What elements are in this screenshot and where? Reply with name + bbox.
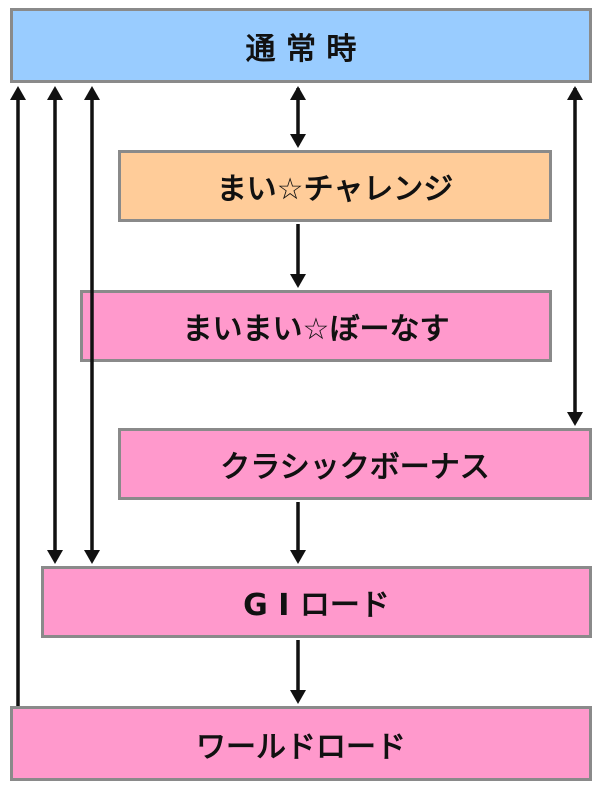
arrowhead-down-world	[290, 690, 306, 704]
node-gi-road-label: G I ロード	[243, 588, 390, 623]
node-world-road: ワールドロード	[10, 706, 592, 781]
arrowhead-down-gi	[290, 550, 306, 564]
arrowhead-down-classic	[567, 412, 583, 426]
arrowhead-up-left3	[84, 86, 100, 100]
node-gi-road: G I ロード	[41, 566, 592, 638]
node-normal-label: 通 常 時	[245, 31, 357, 67]
node-maimai-bonus: まいまい☆ぼーなす	[80, 290, 552, 362]
node-mai-challenge-label: まい☆チャレンジ	[216, 172, 454, 207]
node-world-road-label: ワールドロード	[196, 729, 406, 765]
node-classic-bonus: クラシックボーナス	[118, 428, 592, 500]
node-mai-challenge: まい☆チャレンジ	[118, 150, 552, 222]
arrowhead-down-gi-left3	[84, 550, 100, 564]
arrowhead-up-normal	[290, 86, 306, 100]
arrowhead-up-normal-right	[567, 86, 583, 100]
node-classic-bonus-label: クラシックボーナス	[220, 450, 490, 485]
arrowhead-down-maimai	[290, 274, 306, 288]
arrowhead-up-left2	[47, 86, 63, 100]
arrowhead-down-challenge	[290, 134, 306, 148]
arrowhead-up-left1	[10, 86, 26, 100]
arrowhead-down-gi-left2	[47, 550, 63, 564]
node-maimai-bonus-label: まいまい☆ぼーなす	[182, 312, 450, 347]
node-normal: 通 常 時	[10, 8, 592, 83]
